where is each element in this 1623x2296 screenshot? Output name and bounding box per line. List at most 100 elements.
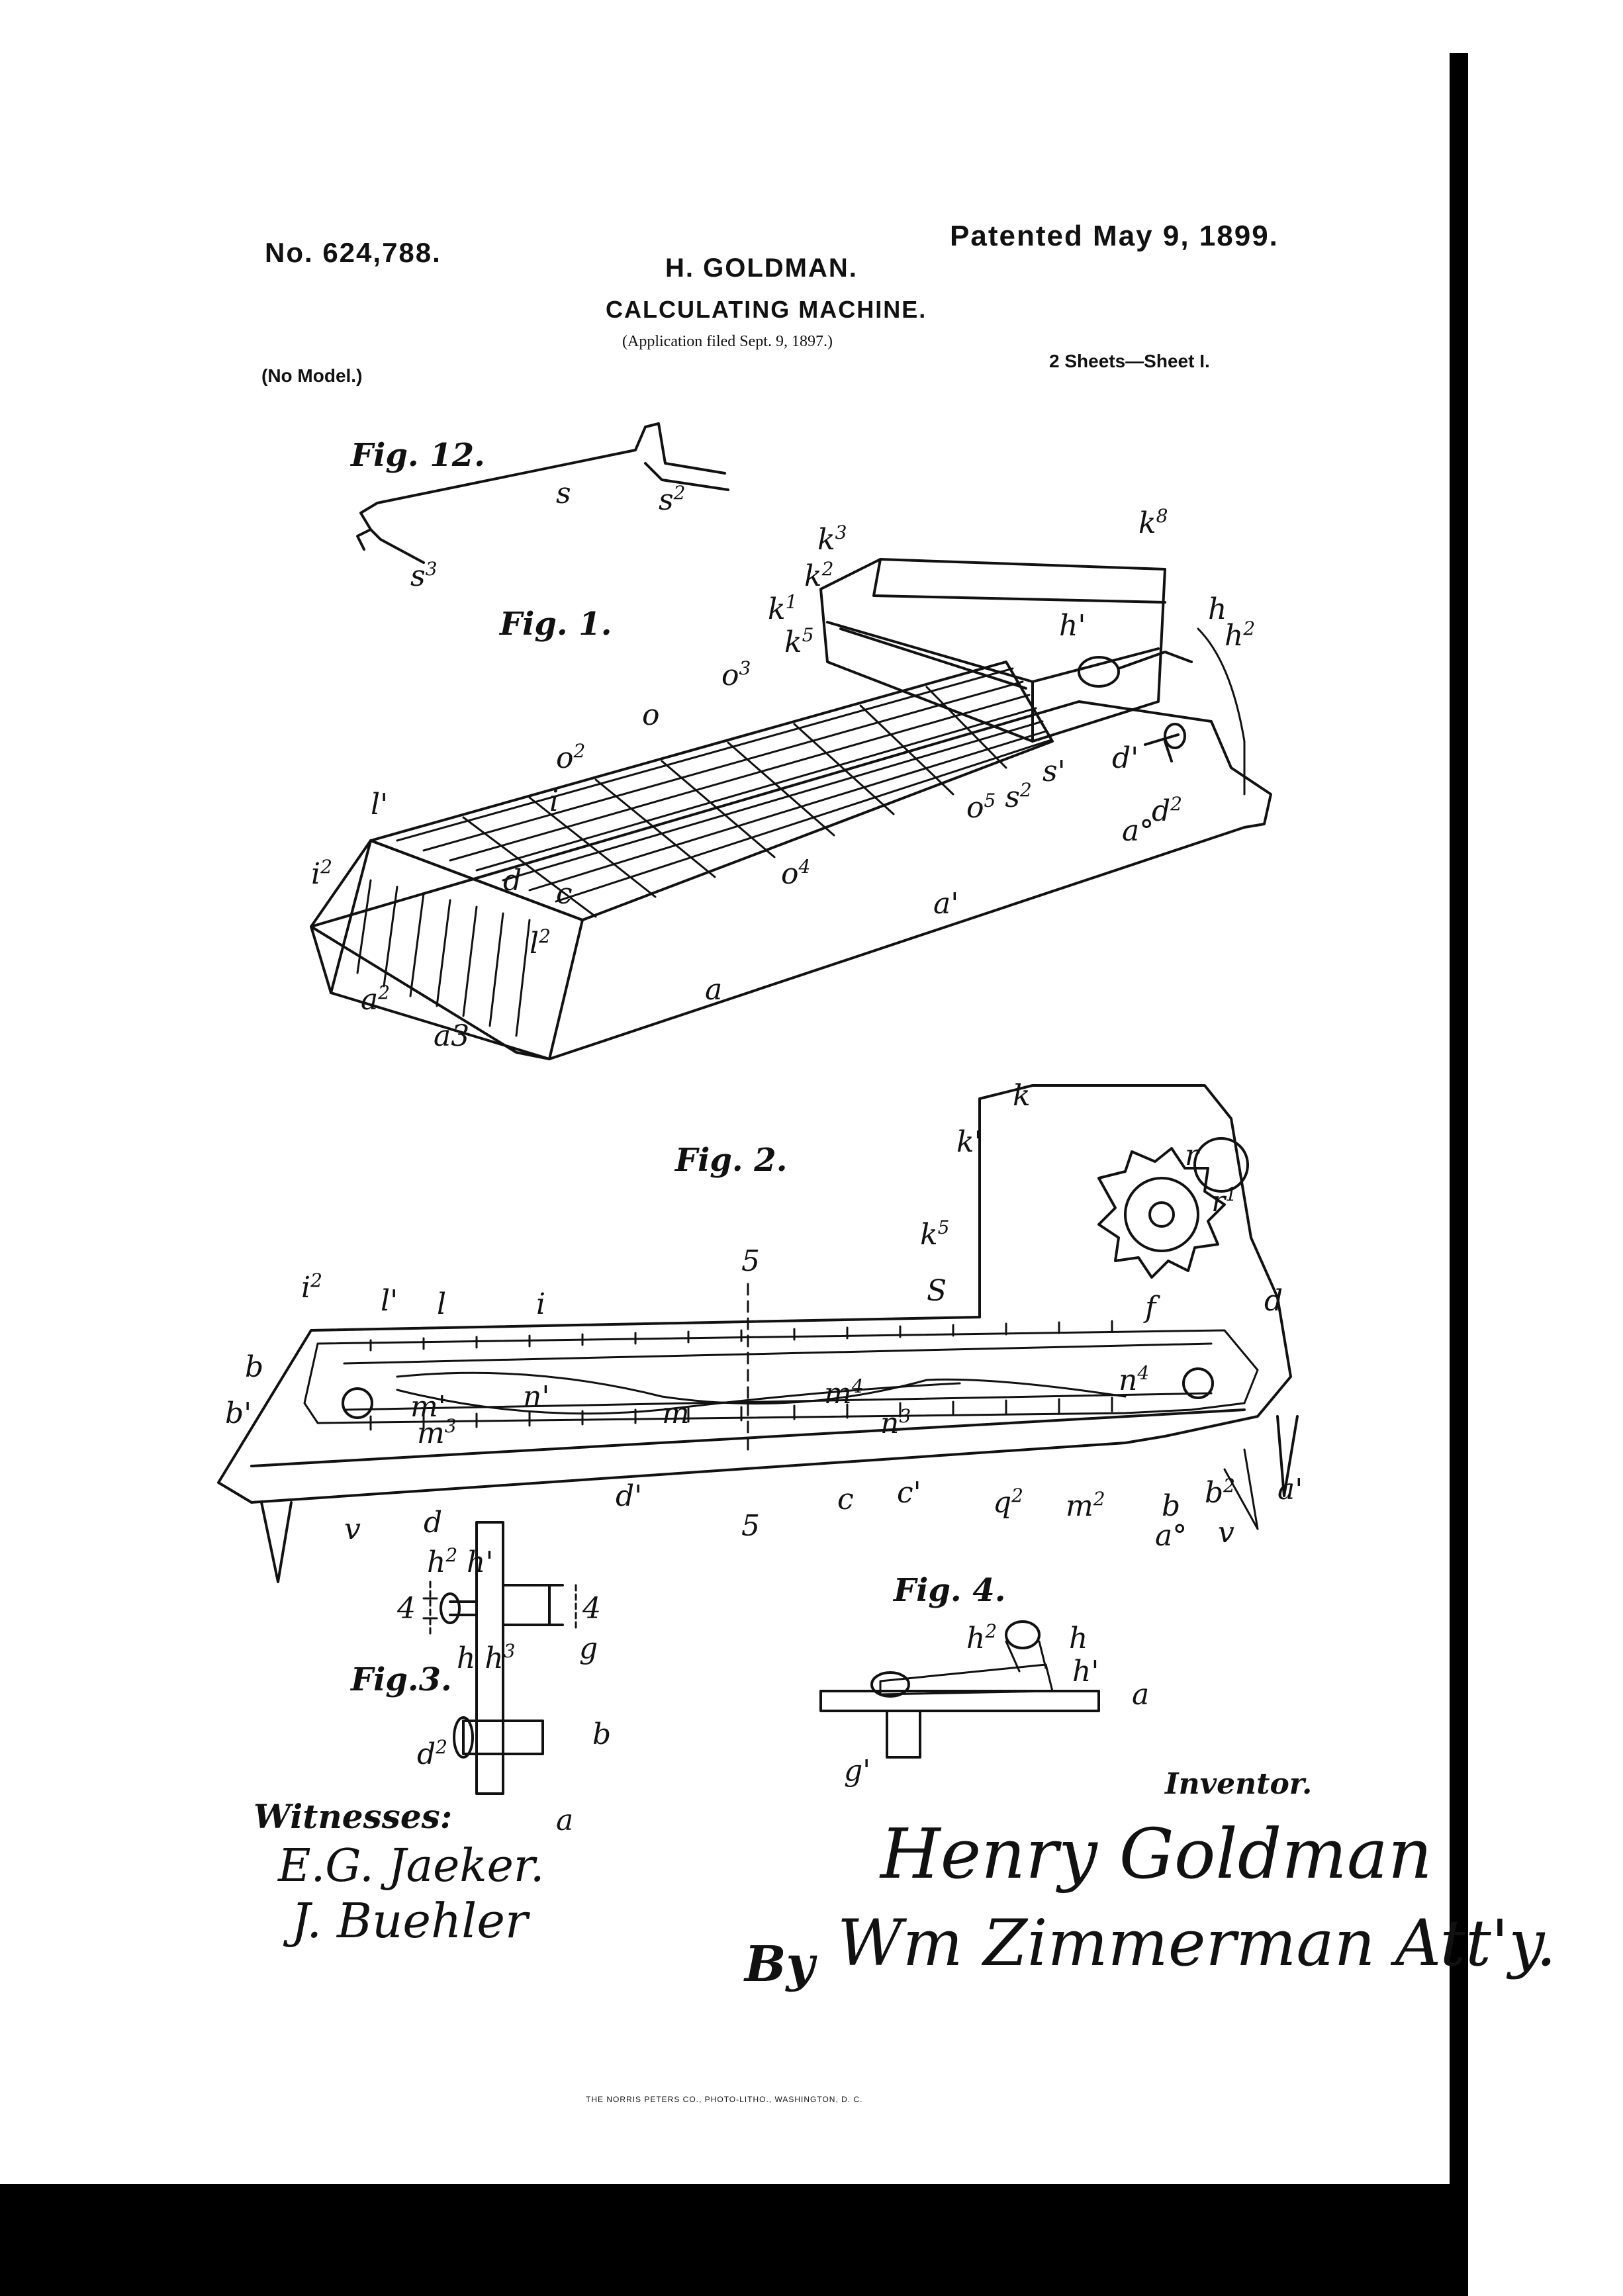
svg-text:s3: s3 [410,558,437,593]
witness-signature-2: J. Buehler [291,1893,528,1949]
svg-text:a': a' [1277,1473,1303,1506]
inventor-signature: Henry Goldman [880,1814,1432,1894]
svg-text:s': s' [1043,755,1066,788]
svg-text:b': b' [225,1397,252,1430]
svg-text:a': a' [933,887,958,921]
svg-text:a: a [705,973,722,1007]
svg-text:a°: a° [1155,1519,1187,1553]
patent-title: CALCULATING MACHINE. [606,296,927,323]
svg-text:f: f [1143,1291,1160,1324]
svg-text:k1: k1 [768,591,798,626]
svg-text:r: r [1185,1138,1201,1172]
svg-text:S: S [927,1274,947,1308]
svg-text:h2: h2 [1225,618,1255,653]
svg-text:m3: m3 [417,1415,457,1450]
svg-text:h2: h2 [427,1544,457,1579]
fig2-section [217,1084,1299,1583]
witnesses-label: Witnesses: [254,1797,453,1836]
scan-edge-bottom [0,2184,1468,2296]
svg-text:d': d' [616,1479,642,1513]
svg-text:h2: h2 [966,1620,997,1655]
svg-text:h: h [1069,1622,1088,1655]
svg-text:d2: d2 [417,1736,447,1771]
svg-text:l': l' [381,1284,398,1318]
svg-text:b: b [245,1350,263,1384]
svg-text:i: i [549,784,559,818]
svg-text:k': k' [956,1125,982,1159]
svg-text:c': c' [897,1476,921,1510]
svg-text:a2: a2 [361,982,390,1017]
svg-text:k2: k2 [804,558,834,593]
svg-text:5: 5 [741,1509,760,1543]
svg-text:a: a [1132,1678,1149,1712]
patent-sheet [0,0,1450,2184]
fig3-detail [422,1521,577,1795]
svg-text:h': h' [1072,1655,1099,1688]
svg-text:i2: i2 [301,1269,322,1305]
patent-number: No. 624,788. [265,237,441,268]
scan-edge-right [1450,53,1468,2184]
svg-text:h': h' [1059,609,1086,643]
svg-text:o3: o3 [721,657,751,692]
scan-margin [1468,0,1623,2296]
fig4-detail [819,1620,1100,1759]
svg-text:m': m' [410,1390,446,1424]
fig12-wire-bracket [356,422,729,564]
svg-text:a: a [556,1804,573,1837]
fig12-label: Fig. 12. [351,437,485,474]
svg-text:m2: m2 [1066,1488,1105,1523]
svg-text:q2: q2 [993,1485,1023,1520]
inventor-name: H. GOLDMAN. [665,253,858,283]
svg-text:b2: b2 [1205,1475,1235,1510]
svg-text:a3: a3 [434,1019,469,1053]
svg-text:k3: k3 [817,522,847,557]
svg-text:c: c [837,1483,854,1516]
patented-date: Patented May 9, 1899. [950,220,1279,252]
inventor-label: Inventor. [1165,1767,1313,1801]
svg-text:v: v [344,1512,361,1546]
svg-text:n3: n3 [880,1405,911,1440]
svg-text:g: g [579,1631,598,1665]
printer-credit: THE NORRIS PETERS CO., PHOTO-LITHO., WAS… [586,2095,863,2104]
svg-text:4: 4 [582,1592,601,1626]
svg-text:h h3: h h3 [457,1640,516,1675]
svg-text:g': g' [844,1754,870,1788]
svg-text:m: m [662,1397,690,1430]
by-label: By [745,1936,815,1993]
svg-text:c: c [556,877,573,911]
svg-text:k5: k5 [920,1217,950,1252]
model-note: (No Model.) [261,365,363,386]
svg-text:d2: d2 [1152,793,1182,828]
patent-drawings: s s2 s3 k3 k8 k2 k1 k5 h' h h2 o3 o o2 i… [217,422,1303,1837]
fig3-label: Fig.3. [351,1661,452,1698]
svg-text:h': h' [467,1545,493,1579]
svg-text:v: v [1218,1516,1234,1549]
svg-text:o: o [642,698,660,732]
svg-text:d': d' [1112,741,1138,775]
attorney-signature: Wm Zimmerman Att'y. [837,1906,1557,1980]
fig2-label: Fig. 2. [675,1142,788,1179]
fig1-label: Fig. 1. [500,606,612,643]
svg-text:k5: k5 [784,624,814,659]
svg-text:d: d [503,864,522,897]
fig4-label: Fig. 4. [894,1572,1006,1609]
svg-text:i2: i2 [311,856,332,891]
svg-text:b: b [592,1718,611,1751]
fig1-machine [310,558,1272,1060]
svg-text:s: s [556,477,571,510]
svg-text:o5 s2: o5 s2 [966,779,1032,825]
svg-text:s2: s2 [659,482,685,517]
svg-text:h: h [1208,592,1227,626]
svg-text:l': l' [371,788,388,821]
svg-text:5: 5 [741,1244,760,1278]
svg-text:o2: o2 [556,740,585,775]
svg-text:4: 4 [396,1592,416,1626]
application-date: (Application filed Sept. 9, 1897.) [622,333,833,350]
svg-text:l2: l2 [530,925,551,960]
svg-text:a°: a° [1122,814,1154,848]
svg-text:i: i [536,1287,545,1321]
svg-text:m4: m4 [824,1375,864,1410]
svg-text:d: d [1264,1284,1283,1318]
svg-text:n': n' [523,1380,549,1414]
svg-text:o4: o4 [781,856,810,891]
